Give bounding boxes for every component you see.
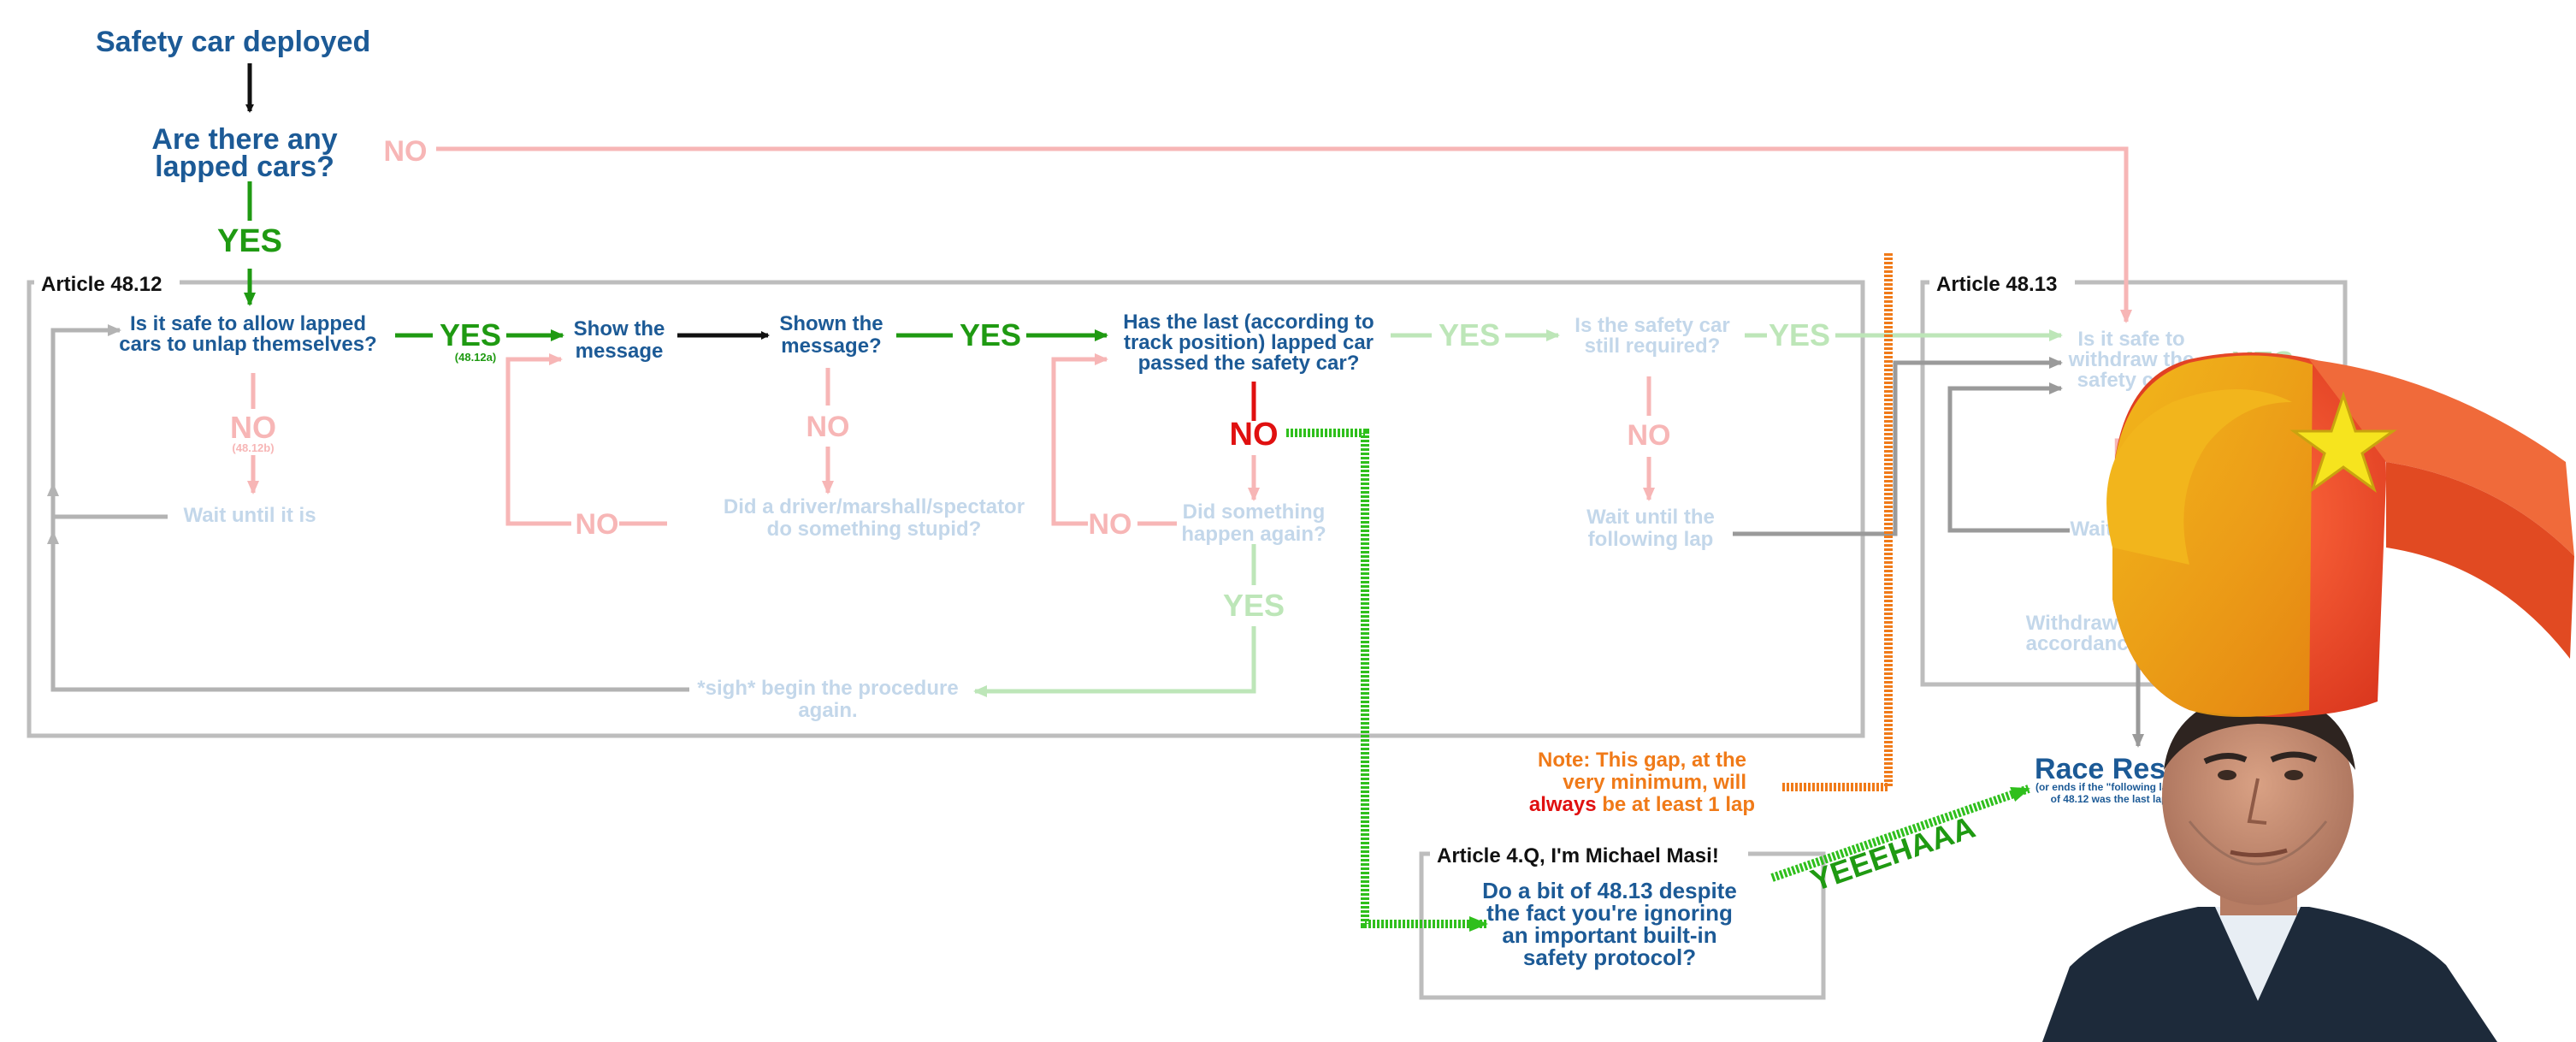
node-show-line2: message <box>576 340 664 363</box>
edge-wait2-loop <box>1947 382 2070 533</box>
node-following-line2: following lap <box>1588 528 1714 551</box>
note-line3: always be at least 1 lap <box>1529 793 1755 816</box>
node-show-line1: Show the <box>574 317 665 340</box>
label-yes-passed: YES <box>1439 317 1500 352</box>
node-still-required: Is the safety car still required? <box>1575 314 1729 358</box>
node-passed-line3: passed the safety car? <box>1138 352 1360 375</box>
hat-brim-left <box>2106 389 2292 565</box>
edge-stupid-no-b <box>505 353 571 526</box>
node-masi-line4: safety protocol? <box>1523 944 1696 970</box>
node-required-line2: still required? <box>1585 335 1721 358</box>
label-yes-required: YES <box>1769 317 1830 352</box>
label-yes-happen: YES <box>1223 588 1285 623</box>
section-label-article-4812: Article 48.12 <box>41 273 162 296</box>
node-shown-message: Shown the message? <box>779 312 883 358</box>
hat-brim-right <box>2309 359 2574 556</box>
edge-following-loop <box>1733 357 2063 536</box>
node-show-message: Show the message <box>574 317 665 363</box>
node-passed-line1: Has the last (according to <box>1123 311 1374 334</box>
label-sub-4812b: (48.12b) <box>232 441 274 454</box>
edge-labels: NO YES YES (48.12a) NO (48.12b) YES NO N… <box>217 135 2294 898</box>
edge-happen-no-b <box>1051 353 1108 526</box>
note-line1: Note: This gap, at the <box>1538 749 1746 772</box>
node-lapped-cars: Are there any lapped cars? <box>151 123 337 183</box>
label-no-4812b: NO <box>230 410 276 445</box>
official-portrait <box>2042 686 2497 1042</box>
node-last-passed: Has the last (according to track positio… <box>1123 311 1374 375</box>
node-masi-line1: Do a bit of 48.13 despite <box>1482 878 1737 903</box>
node-lapped-line1: Are there any <box>151 123 337 156</box>
node-required-line1: Is the safety car <box>1575 314 1729 337</box>
label-no-required: NO <box>1628 419 1671 452</box>
label-no-top: NO <box>384 135 428 168</box>
node-happen-line2: happen again? <box>1181 523 1326 546</box>
node-did-happen: Did something happen again? <box>1181 500 1326 546</box>
node-stupid-line2: do something stupid? <box>767 518 982 541</box>
node-did-stupid: Did a driver/marshall/spectator do somet… <box>724 495 1025 541</box>
node-masi: Do a bit of 48.13 despite the fact you'r… <box>1482 878 1737 970</box>
label-yes-shown: YES <box>960 317 1021 352</box>
edge-wait-loop <box>47 483 168 519</box>
connectors <box>47 63 2232 932</box>
diagram-title: Safety car deployed <box>96 26 370 58</box>
cowboy-hat-icon <box>2106 352 2574 717</box>
shirt-collar <box>2215 907 2301 1001</box>
node-lapped-line2: lapped cars? <box>155 151 334 183</box>
node-masi-line2: the fact you're ignoring <box>1486 900 1733 926</box>
node-masi-line3: an important built-in <box>1502 922 1716 948</box>
edge-yeeehaaa <box>1770 784 2030 882</box>
node-wait-following: Wait until the following lap <box>1586 506 1715 551</box>
node-safe-unlap: Is it safe to allow lapped cars to unlap… <box>119 312 376 356</box>
label-yes-4812a: YES <box>440 317 501 352</box>
node-stupid-line1: Did a driver/marshall/spectator <box>724 495 1025 518</box>
section-label-article-4q: Article 4.Q, I'm Michael Masi! <box>1437 844 1719 867</box>
section-label-article-4813: Article 48.13 <box>1936 273 2057 296</box>
node-withdraw-q-line1: Is it safe to <box>2077 328 2184 351</box>
star-icon <box>2289 391 2397 493</box>
label-no-shown: NO <box>806 411 850 443</box>
section-box-article-4813: Article 48.13 <box>1920 270 2348 687</box>
node-passed-line2: track position) lapped car <box>1124 331 1374 354</box>
gap-note: Note: This gap, at the very minimum, wil… <box>1529 749 1755 816</box>
node-following-line1: Wait until the <box>1586 506 1715 529</box>
edge-sigh-loop <box>47 530 689 692</box>
section-box-article-4812: Article 48.12 <box>27 270 1865 738</box>
label-no-red: NO <box>1230 417 1279 453</box>
node-happen-line1: Did something <box>1183 500 1326 524</box>
label-no-happen: NO <box>1089 508 1132 541</box>
node-sigh-line2: again. <box>798 699 857 722</box>
note-always: always <box>1529 793 1597 816</box>
edge-no-to-withdraw <box>436 146 2132 323</box>
note-line2: very minimum, will <box>1563 771 1746 794</box>
node-sigh-line1: *sigh* begin the procedure <box>697 677 958 700</box>
edge-happen-yes-to-sigh <box>973 626 1256 697</box>
edge-loop-to-safe <box>50 324 121 548</box>
label-sub-4812a: (48.12a) <box>455 351 496 364</box>
label-yes-main: YES <box>217 223 282 259</box>
note-bracket <box>1782 253 1893 791</box>
face <box>2162 686 2354 905</box>
node-safe-line1: Is it safe to allow lapped <box>130 312 366 335</box>
label-no-stupid: NO <box>576 508 619 541</box>
hat-brim-right-lower <box>2386 462 2574 659</box>
node-shown-line1: Shown the <box>779 312 883 335</box>
node-wait-until: Wait until it is <box>183 504 316 527</box>
note-line3-rest: be at least 1 lap <box>1597 793 1755 816</box>
edge-masi-path <box>1286 429 1488 932</box>
node-shown-line2: message? <box>781 335 881 358</box>
node-sigh: *sigh* begin the procedure again. <box>697 677 958 722</box>
node-safe-line2: cars to unlap themselves? <box>119 333 376 356</box>
